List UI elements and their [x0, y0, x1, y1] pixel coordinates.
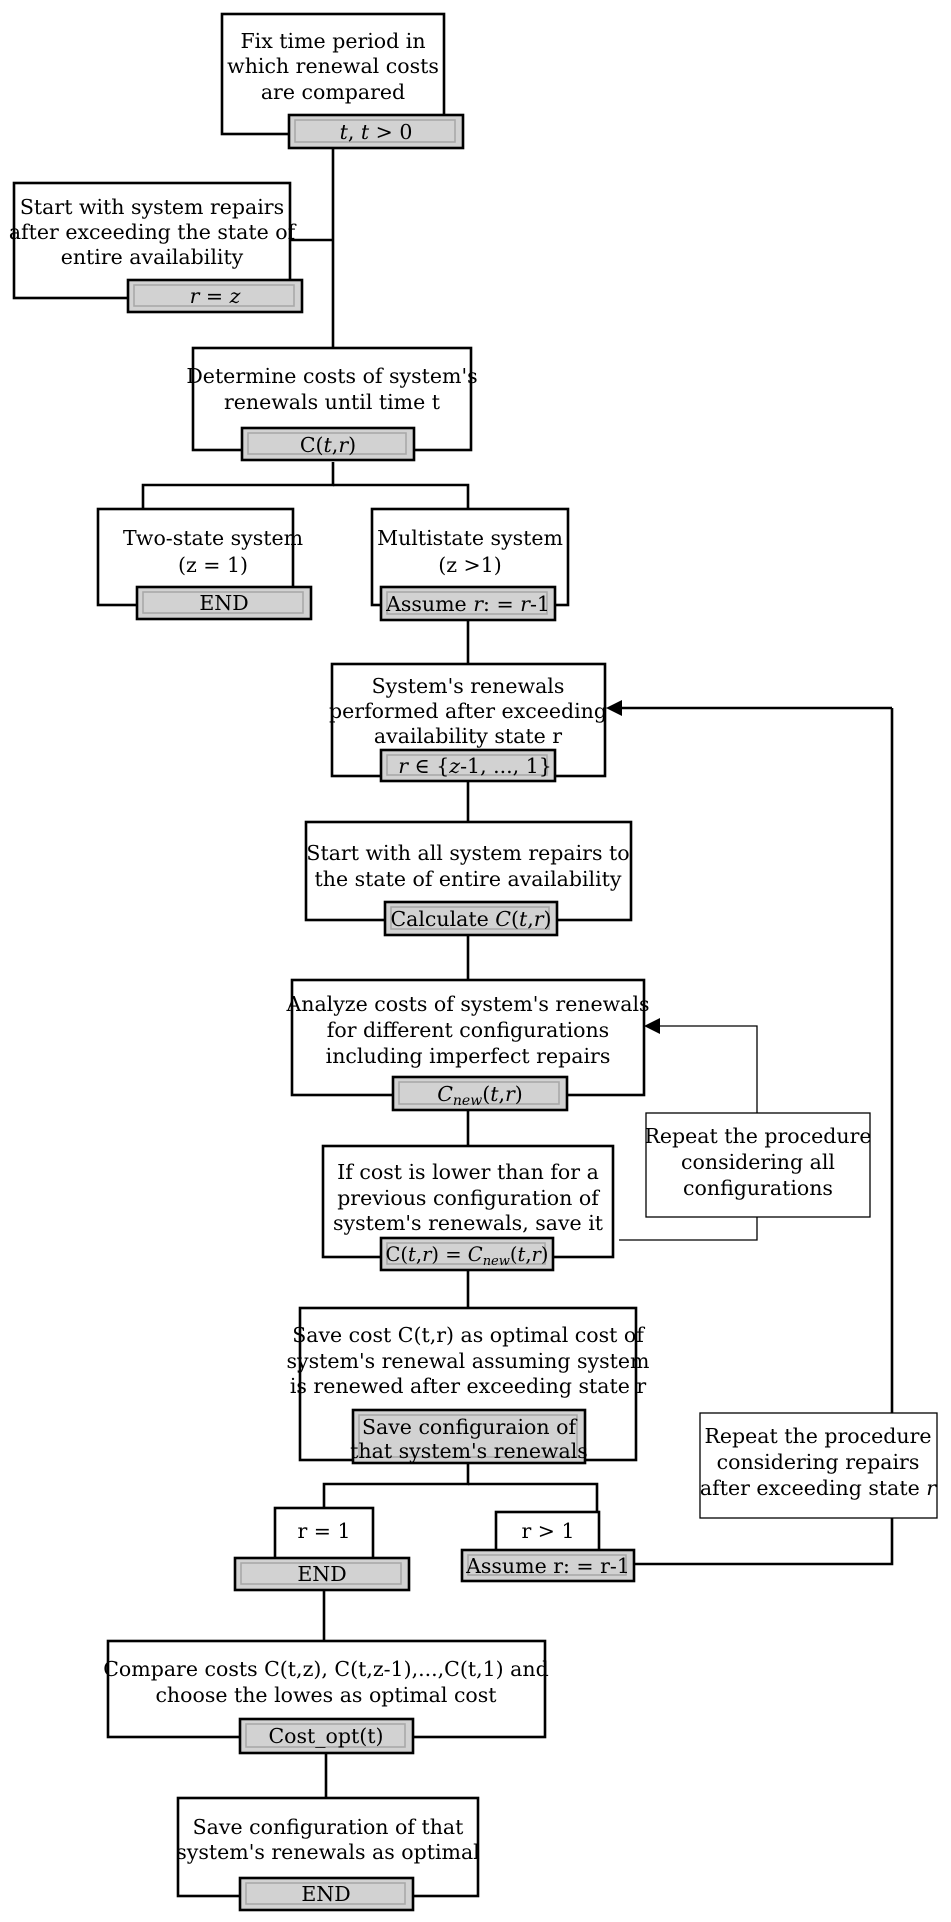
note-text: considering repairs: [717, 1450, 920, 1474]
node-text: renewals until time t: [224, 390, 441, 414]
node-start-repairs: Start with system repairs after exceedin…: [9, 181, 304, 314]
node-text: entire availability: [61, 245, 244, 269]
node-two-state: Two-state system (z = 1) END: [96, 507, 313, 621]
node-analyze-costs: Analyze costs of system's renewals for d…: [285, 978, 650, 1112]
note-text: Repeat the procedure: [644, 1124, 871, 1148]
node-text: (z = 1): [178, 553, 248, 577]
node-start-all-repairs: Start with all system repairs to the sta…: [304, 820, 633, 937]
node-text: Multistate system: [377, 526, 563, 550]
node-text: choose the lowes as optimal cost: [155, 1683, 497, 1707]
sub-label: t, t > 0: [340, 120, 413, 144]
sub-label: Assume r: = r-1: [465, 1554, 630, 1578]
node-save-optimal: Save cost C(t,r) as optimal cost of syst…: [287, 1306, 650, 1465]
node-text: r = 1: [297, 1519, 350, 1543]
sub-label: Cost_opt(t): [269, 1724, 384, 1748]
sub-label: END: [301, 1882, 350, 1906]
sub-label: END: [199, 591, 248, 615]
node-text: Compare costs C(t,z), C(t,z-1),...,C(t,1…: [103, 1657, 548, 1681]
node-save-config: Save configuration of that system's rene…: [176, 1796, 480, 1912]
node-text: including imperfect repairs: [326, 1044, 611, 1068]
node-determine-costs: Determine costs of system's renewals unt…: [186, 346, 478, 462]
node-text: after exceeding the state of: [9, 220, 297, 244]
node-text: are compared: [261, 80, 405, 104]
node-text: System's renewals: [372, 674, 565, 698]
note-text: configurations: [683, 1176, 833, 1200]
note-repeat-configurations: Repeat the procedure considering all con…: [644, 1112, 872, 1218]
node-text: system's renewals, save it: [333, 1211, 604, 1235]
arrow-to-renewals: [606, 700, 622, 716]
node-text: If cost is lower than for a: [337, 1160, 599, 1184]
node-text: Two-state system: [123, 526, 303, 550]
node-text: availability state r: [374, 724, 562, 748]
sub-label: that system's renewals: [350, 1439, 588, 1463]
sub-label: Assume r: = r-1: [385, 592, 550, 616]
node-text: is renewed after exceeding state r: [290, 1374, 646, 1398]
node-text: r > 1: [521, 1519, 574, 1543]
node-text: Save cost C(t,r) as optimal cost of: [292, 1323, 645, 1347]
node-text: previous configuration of: [337, 1186, 600, 1210]
sub-label: Cnew(t,r): [437, 1082, 523, 1109]
node-multistate: Multistate system (z >1) Assume r: = r-1: [370, 507, 570, 622]
sub-label: C(t,r) = Cnew(t,r): [386, 1243, 549, 1269]
sub-label: C(t,r): [300, 433, 356, 457]
sub-label: Calculate C(t,r): [390, 907, 551, 931]
sub-label: r ∈ {z-1, ..., 1}: [398, 754, 552, 778]
note-text: after exceeding state r: [700, 1476, 937, 1500]
node-text: Save configuration of that: [193, 1815, 465, 1839]
node-text: Fix time period in: [240, 29, 425, 53]
node-text: Determine costs of system's: [186, 364, 477, 388]
node-text: system's renewal assuming system: [287, 1349, 650, 1373]
node-renewals-after-r: System's renewals performed after exceed…: [329, 662, 607, 783]
node-text: the state of entire availability: [315, 867, 622, 891]
note-repeat-repairs: Repeat the procedure considering repairs…: [699, 1412, 938, 1519]
node-r-eq-1: r = 1 END: [233, 1506, 411, 1592]
note-text: Repeat the procedure: [704, 1424, 931, 1448]
node-text: performed after exceeding: [329, 699, 607, 723]
node-text: (z >1): [438, 553, 502, 577]
sub-label: END: [297, 1562, 346, 1586]
sub-label: r = z: [190, 284, 241, 308]
node-compare: Compare costs C(t,z), C(t,z-1),...,C(t,1…: [103, 1639, 549, 1755]
connectors: [141, 148, 894, 1798]
node-text: system's renewals as optimal: [176, 1840, 479, 1864]
node-text: Start with all system repairs to: [306, 841, 629, 865]
sub-label: Save configuraion of: [362, 1415, 578, 1439]
arrow-to-analyze: [644, 1018, 660, 1034]
node-text: Start with system repairs: [20, 195, 284, 219]
note-text: considering all: [681, 1150, 835, 1174]
node-text: Analyze costs of system's renewals: [285, 992, 649, 1016]
node-r-gt-1: r > 1 Assume r: = r-1: [460, 1510, 636, 1583]
node-if-lower: If cost is lower than for a previous con…: [321, 1144, 615, 1272]
node-text: which renewal costs: [227, 54, 439, 78]
node-text: for different configurations: [327, 1018, 609, 1042]
node-fix-period: Fix time period in which renewal costs a…: [220, 12, 465, 150]
